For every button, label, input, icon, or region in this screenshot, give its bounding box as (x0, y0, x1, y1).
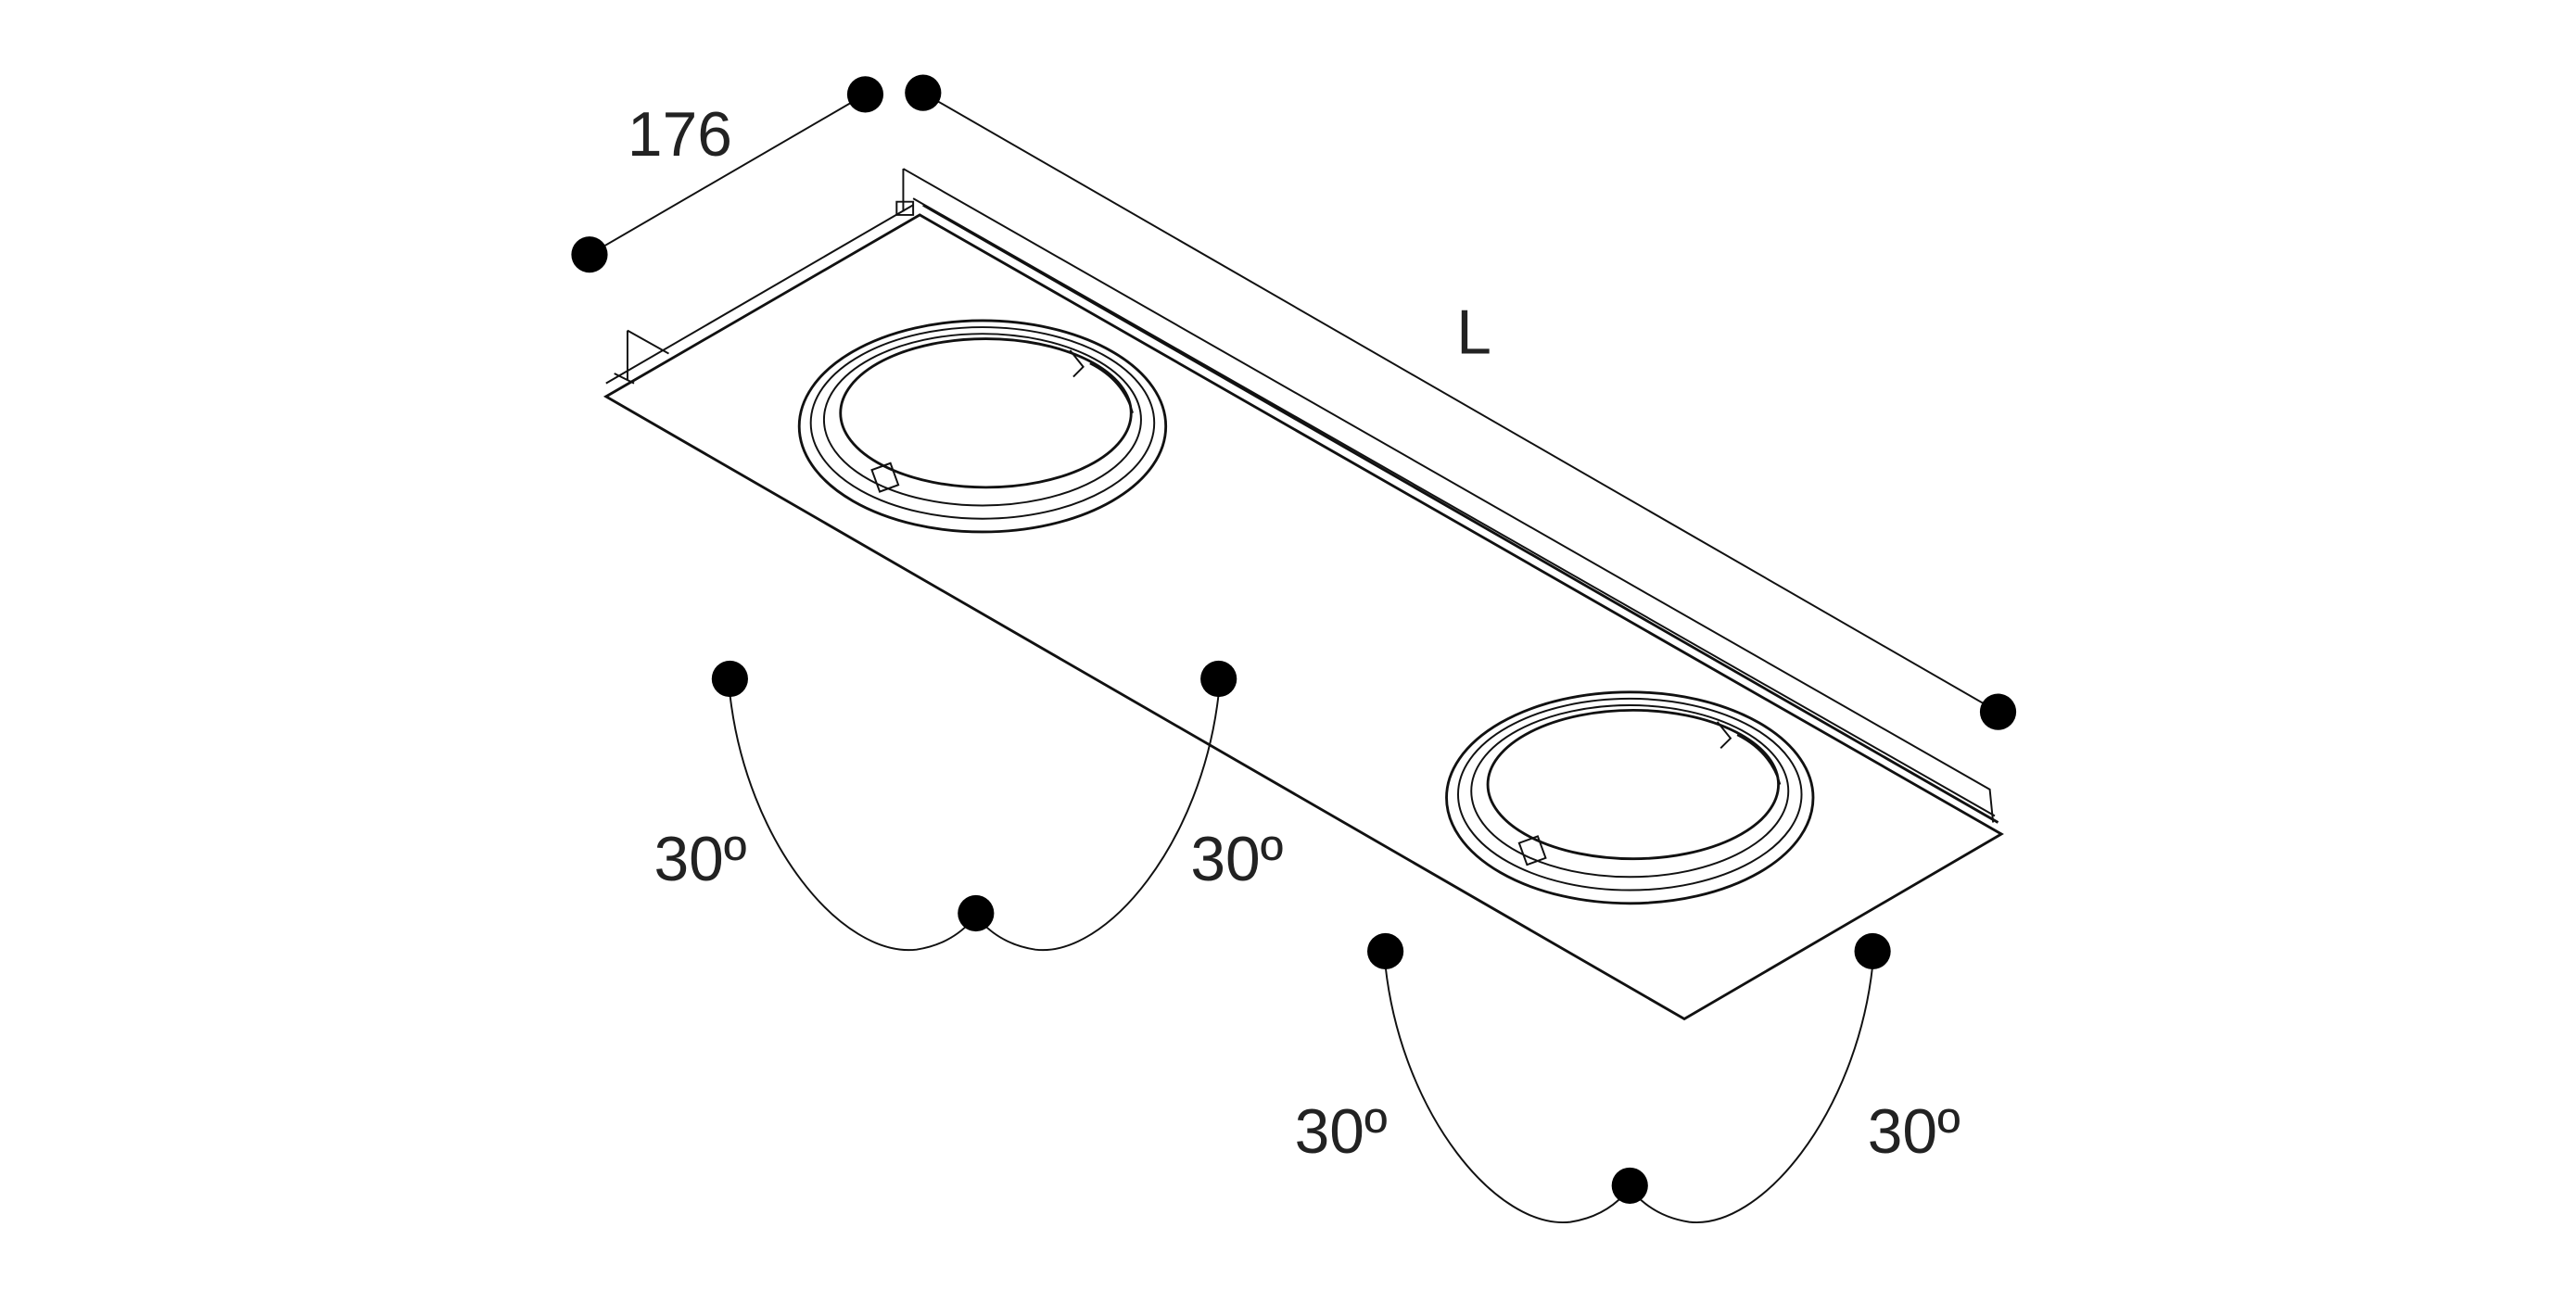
spotlight-ring-2 (1445, 690, 1815, 905)
tilt-indicator-2: 30º 30º (1295, 932, 1961, 1223)
tilt-right-label: 30º (1190, 825, 1283, 894)
length-label: L (1456, 298, 1491, 368)
tilt-right-label: 30º (1868, 1097, 1961, 1167)
width-label: 176 (628, 100, 732, 170)
tilt-left-label: 30º (654, 825, 746, 894)
length-dimension: L (905, 74, 2017, 730)
spotlight-ring-1 (797, 319, 1168, 534)
width-dimension: 176 (571, 76, 884, 273)
fixture-plate (603, 168, 2004, 1021)
tilt-indicator-1: 30º 30º (654, 660, 1283, 952)
tilt-left-label: 30º (1295, 1097, 1388, 1167)
